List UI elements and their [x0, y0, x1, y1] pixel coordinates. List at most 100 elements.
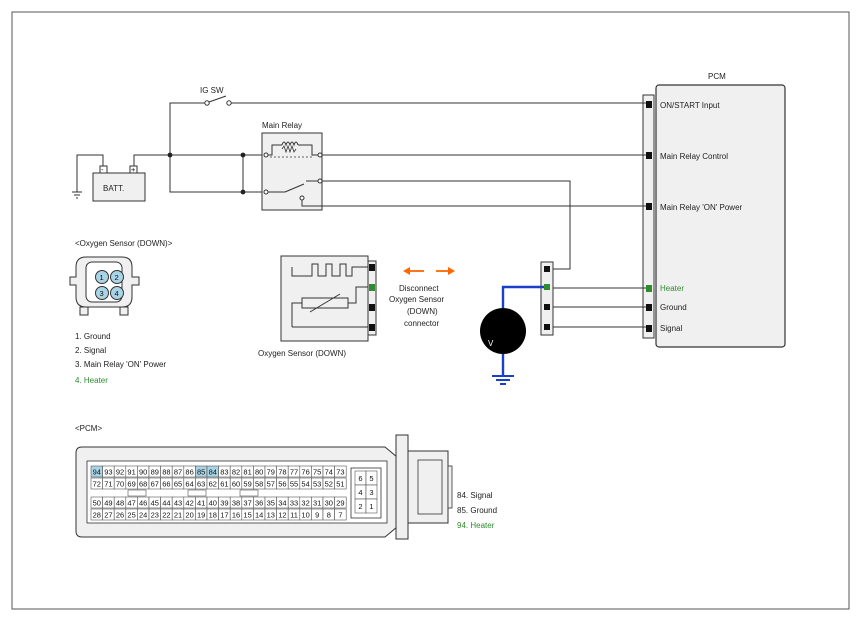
pcm-pin-71: 71 — [104, 479, 112, 488]
pcm-pin-69: 69 — [127, 479, 135, 488]
pcm-pin-78: 78 — [278, 467, 286, 476]
pcm-pin-52: 52 — [325, 479, 333, 488]
pcm-pin-87: 87 — [174, 467, 182, 476]
pcm-pin-16: 16 — [232, 510, 240, 519]
pcm-pin-66: 66 — [162, 479, 170, 488]
o2-connector-title: <Oxygen Sensor (DOWN)> — [75, 239, 173, 248]
pcm-pin-19: 19 — [197, 510, 205, 519]
battery-label: BATT. — [103, 184, 124, 193]
pcm-pin-67: 67 — [151, 479, 159, 488]
o2-legend-main-relay: 3. Main Relay 'ON' Power — [75, 360, 166, 369]
pcm-pin-46: 46 — [139, 498, 147, 507]
pcm-pin-59: 59 — [243, 479, 251, 488]
o2-legend-ground: 1. Ground — [75, 332, 111, 341]
pcm-connector-strip — [642, 94, 655, 339]
wire-junctions — [167, 152, 246, 195]
pcm-pin-93: 93 — [104, 467, 112, 476]
pcm-pin-40: 40 — [209, 498, 217, 507]
pcm-pin-89: 89 — [151, 467, 159, 476]
pcm-pin-73: 73 — [336, 467, 344, 476]
pcm-legend-signal: 84. Signal — [457, 491, 493, 500]
pcm-pin-41: 41 — [197, 498, 205, 507]
pcm-pin-31: 31 — [313, 498, 321, 507]
pcm-pin-65: 65 — [174, 479, 182, 488]
pcm-small-pin-5: 5 — [369, 474, 373, 483]
pcm-pin-23: 23 — [151, 510, 159, 519]
pcm-small-pin-6: 6 — [358, 474, 362, 483]
pcm-pin-32: 32 — [301, 498, 309, 507]
pcm-pin-47: 47 — [127, 498, 135, 507]
disconnect-arrows-icon — [403, 267, 455, 275]
pcm-pin-29: 29 — [336, 498, 344, 507]
pcm-pin-86: 86 — [185, 467, 193, 476]
pcm-pin-45: 45 — [151, 498, 159, 507]
sensor-inline-connector — [540, 261, 554, 336]
pcm-pin-64: 64 — [185, 479, 193, 488]
pcm-pin-48: 48 — [116, 498, 124, 507]
pcm-pin-88: 88 — [162, 467, 170, 476]
pcm-pin-18: 18 — [209, 510, 217, 519]
pcm-pin-54: 54 — [301, 479, 309, 488]
pcm-pin-25: 25 — [127, 510, 135, 519]
pcm-key-tab — [187, 489, 207, 497]
pcm-pin-55: 55 — [290, 479, 298, 488]
pcm-pin-51: 51 — [336, 479, 344, 488]
battery-minus-label: - — [101, 165, 104, 174]
pcm-pin-82: 82 — [232, 467, 240, 476]
pcm-pin-94: 94 — [93, 467, 101, 476]
pcm-pin-80: 80 — [255, 467, 263, 476]
pcm-pin-53: 53 — [313, 479, 321, 488]
pcm-pin-60: 60 — [232, 479, 240, 488]
disconnect-note-line3: (DOWN) — [407, 307, 438, 316]
pcm-connector-title: <PCM> — [75, 424, 102, 433]
pcm-input-heater: Heater — [660, 284, 684, 293]
pcm-key-tab — [239, 489, 259, 497]
o2-connector-face: 1 2 3 4 — [69, 256, 140, 316]
ig-switch-label: IG SW — [200, 86, 224, 95]
pcm-pin-12: 12 — [278, 510, 286, 519]
o2-legend-signal: 2. Signal — [75, 346, 106, 355]
pcm-pin-cell — [334, 496, 347, 509]
pcm-pin-61: 61 — [220, 479, 228, 488]
pcm-pin-74: 74 — [325, 467, 333, 476]
o2-legend-heater: 4. Heater — [75, 376, 108, 385]
oxygen-sensor-component-label: Oxygen Sensor (DOWN) — [258, 349, 346, 358]
disconnect-note-line4: connector — [404, 319, 439, 328]
pcm-pin-26: 26 — [116, 510, 124, 519]
pcm-pin-33: 33 — [290, 498, 298, 507]
pcm-pin-76: 76 — [301, 467, 309, 476]
pcm-pin-79: 79 — [267, 467, 275, 476]
pcm-input-on-start: ON/START Input — [660, 101, 720, 110]
pcm-input-ground: Ground — [660, 303, 687, 312]
pcm-small-pin-3: 3 — [369, 488, 373, 497]
battery-plus-label: + — [131, 165, 136, 174]
pcm-title: PCM — [708, 72, 726, 81]
pcm-pin-90: 90 — [139, 467, 147, 476]
pcm-pin-81: 81 — [243, 467, 251, 476]
pcm-pin-cell — [334, 465, 347, 478]
pcm-pin-11: 11 — [290, 510, 298, 519]
pcm-pin-10: 10 — [301, 510, 309, 519]
pcm-pin-50: 50 — [93, 498, 101, 507]
pcm-pin-75: 75 — [313, 467, 321, 476]
pcm-pin-85: 85 — [197, 467, 205, 476]
pcm-pin-92: 92 — [116, 467, 124, 476]
pcm-small-pin-1: 1 — [369, 502, 373, 511]
pcm-pin-21: 21 — [174, 510, 182, 519]
pcm-pin-17: 17 — [220, 510, 228, 519]
disconnect-note-line1: Disconnect — [399, 284, 439, 293]
pcm-pin-9: 9 — [315, 510, 319, 519]
main-relay-label: Main Relay — [262, 121, 302, 130]
pcm-pin-42: 42 — [185, 498, 193, 507]
pcm-input-main-relay-control: Main Relay Control — [660, 152, 728, 161]
pcm-pin-38: 38 — [232, 498, 240, 507]
pcm-key-tab — [127, 489, 147, 497]
pcm-pin-36: 36 — [255, 498, 263, 507]
pcm-small-pin-2: 2 — [358, 502, 362, 511]
pcm-pin-70: 70 — [116, 479, 124, 488]
pcm-legend-heater: 94. Heater — [457, 521, 495, 530]
pcm-pin-24: 24 — [139, 510, 147, 519]
pcm-pin-28: 28 — [93, 510, 101, 519]
